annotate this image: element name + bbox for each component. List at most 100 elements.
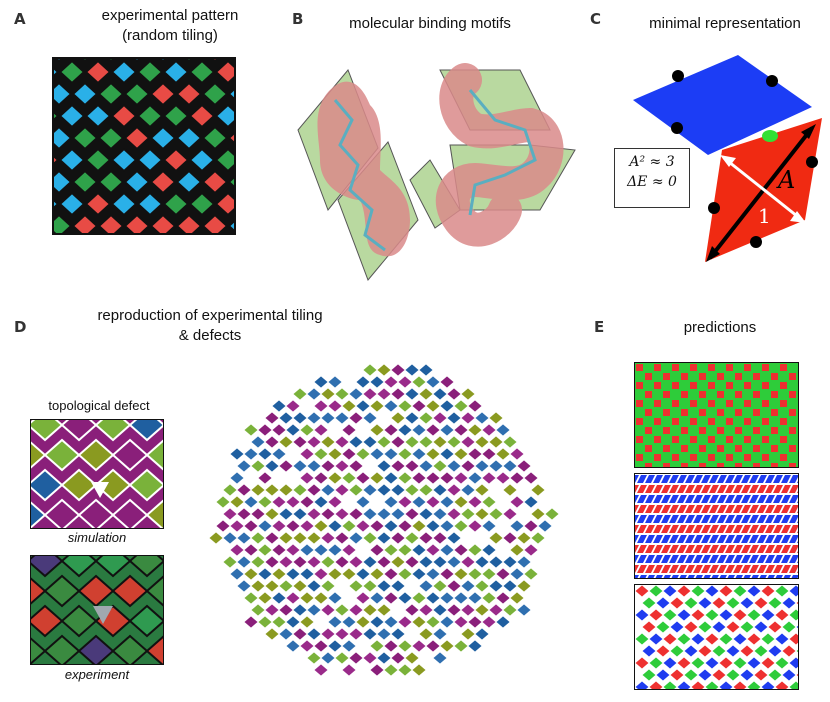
predicted-tile: [701, 485, 711, 493]
simulated-tile: [236, 483, 252, 497]
simulated-tile: [376, 435, 392, 449]
simulated-tile: [509, 543, 525, 557]
simulated-tile: [439, 567, 455, 581]
predicted-tile: [661, 535, 671, 543]
simulated-tile: [530, 507, 546, 521]
predicted-tile: [690, 382, 697, 389]
simulated-tile: [334, 459, 350, 473]
simulated-tile: [320, 483, 336, 497]
simulated-tile: [348, 651, 364, 665]
simulated-tile: [495, 471, 511, 485]
simulated-tile: [257, 591, 273, 605]
predicted-tile: [637, 535, 647, 543]
predicted-tile: [645, 485, 655, 493]
predicted-tile: [749, 485, 759, 493]
simulated-tile: [376, 483, 392, 497]
simulated-tile: [474, 507, 490, 521]
simulated-tile: [460, 603, 476, 617]
simulated-tile: [376, 363, 392, 377]
simulated-tile: [320, 651, 336, 665]
simulated-tile: [474, 603, 490, 617]
simulated-tile: [411, 519, 427, 533]
simulated-tile: [467, 399, 483, 413]
simulated-tile: [306, 459, 322, 473]
simulated-tile: [292, 603, 308, 617]
simulated-tile: [404, 531, 420, 545]
predicted-tile: [795, 672, 798, 678]
predicted-tile: [681, 463, 688, 467]
predicted-tile: [669, 505, 679, 513]
predicted-tile: [735, 391, 742, 398]
simulated-tile: [355, 471, 371, 485]
predicted-tile: [709, 505, 719, 513]
defect-title: topological defect: [48, 398, 150, 413]
simulated-tile: [418, 555, 434, 569]
predicted-tile: [699, 463, 706, 467]
predicted-tile: [701, 475, 711, 483]
panel-a-title: experimental pattern (random tiling): [60, 6, 280, 46]
simulated-tile: [481, 471, 497, 485]
predicted-tile: [780, 400, 787, 407]
simulated-tile: [418, 363, 434, 377]
predicted-tile: [789, 409, 796, 416]
predicted-tile: [636, 418, 643, 425]
simulated-tile: [348, 531, 364, 545]
simulated-tile: [271, 591, 287, 605]
simulated-tile: [418, 603, 434, 617]
predicted-tile: [717, 485, 727, 493]
predicted-tile: [661, 475, 671, 483]
experimental-tile: [145, 575, 163, 607]
predicted-tile: [741, 535, 751, 543]
predicted-tile: [751, 575, 759, 578]
simulated-tile: [467, 519, 483, 533]
predicted-tile: [677, 495, 687, 503]
prediction-stripes-graphic: [635, 474, 798, 578]
random-tile: [162, 191, 190, 217]
simulated-tile: [320, 435, 336, 449]
simulated-tile: [411, 447, 427, 461]
simulated-tile: [320, 411, 336, 425]
random-tile: [227, 132, 234, 144]
simulated-tile: [460, 435, 476, 449]
simulated-tile: [467, 639, 483, 653]
simulated-tile: [243, 615, 259, 629]
simulated-tile: [446, 507, 462, 521]
predicted-tile: [789, 485, 798, 493]
simulated-tile: [425, 447, 441, 461]
simulated-tile: [376, 531, 392, 545]
predicted-tile: [636, 382, 643, 389]
simulated-tile: [467, 447, 483, 461]
simulated-tile: [432, 507, 448, 521]
predicted-tile: [711, 575, 719, 578]
predicted-tile: [699, 409, 706, 416]
predicted-tile: [685, 515, 695, 523]
predicted-tile: [798, 454, 799, 461]
simulated-tile: [390, 555, 406, 569]
predicted-tile: [701, 545, 711, 553]
predicted-tile: [753, 391, 760, 398]
simulated-tile: [278, 411, 294, 425]
simulated-tile: [362, 531, 378, 545]
simulated-tile: [467, 591, 483, 605]
simulated-tile: [369, 471, 385, 485]
predicted-tile: [690, 436, 697, 443]
predicted-tile: [765, 565, 775, 573]
simulated-tile: [523, 567, 539, 581]
simulated-tile: [299, 639, 315, 653]
predicted-tile: [765, 505, 775, 513]
simulated-tile: [516, 555, 532, 569]
simulated-tile: [362, 603, 378, 617]
predicted-tile: [789, 445, 796, 452]
simulated-tile: [390, 483, 406, 497]
simulated-tile: [285, 615, 301, 629]
predicted-tile: [677, 525, 687, 533]
simulated-tile: [250, 579, 266, 593]
simulated-tile: [397, 591, 413, 605]
predicted-tile: [749, 495, 759, 503]
simulated-tile: [369, 447, 385, 461]
simulated-tile: [544, 507, 560, 521]
random-tile: [97, 81, 125, 107]
random-tile: [123, 81, 151, 107]
simulated-tile: [306, 507, 322, 521]
random-tile: [201, 213, 229, 233]
